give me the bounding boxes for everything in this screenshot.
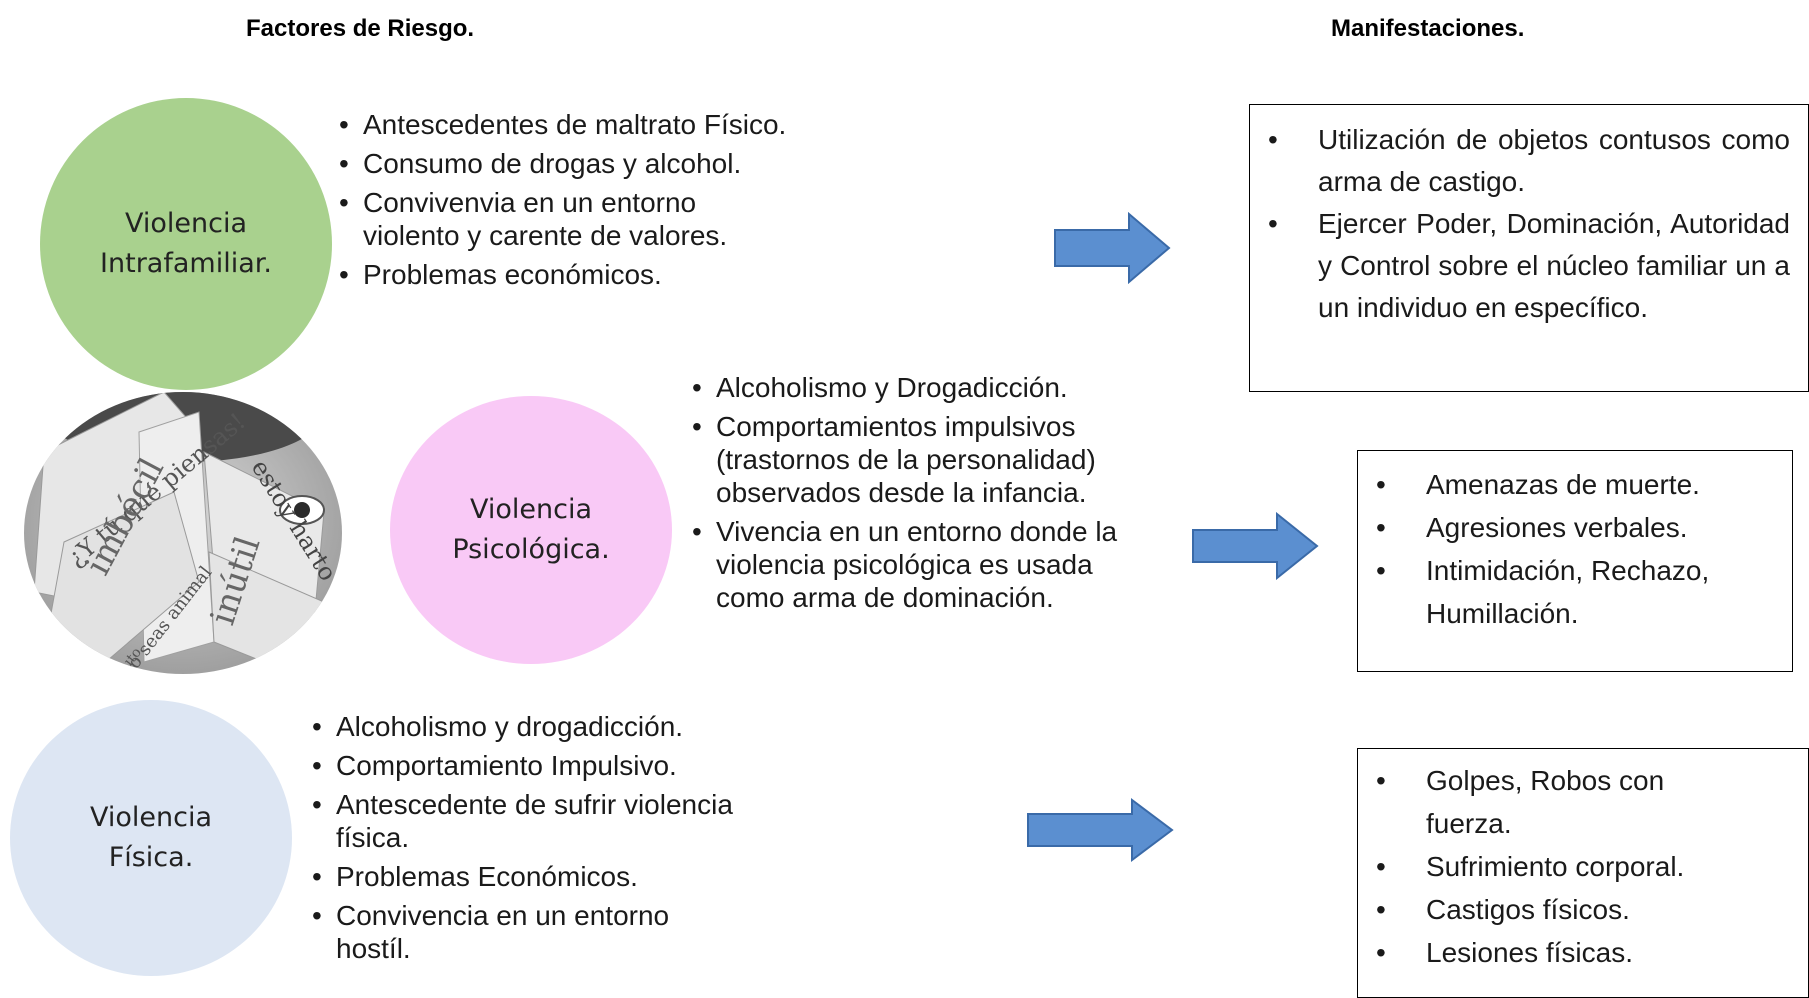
arrow-shape: [1027, 798, 1174, 862]
intrafamiliar-manifestations-box: Utilización de objetos contusos como arm…: [1249, 104, 1809, 392]
manifestation-item: Agresiones verbales.: [1358, 506, 1774, 549]
psicologica-circle-label: Violencia Psicológica.: [452, 494, 610, 565]
risk-item: Consumo de drogas y alcohol.: [337, 147, 787, 180]
manifestation-item: Ejercer Poder, Dominación, Autoridad y C…: [1250, 203, 1790, 329]
risk-item: Comportamientos impulsivos (trastornos d…: [690, 410, 1120, 509]
risk-item: Problemas Económicos.: [310, 860, 750, 893]
fisica-manifestations-box: Golpes, Robos con fuerza. Sufrimiento co…: [1357, 748, 1809, 998]
risk-item: Vivencia en un entorno donde la violenci…: [690, 515, 1120, 614]
fisica-circle: Violencia Física.: [10, 700, 292, 976]
arrow-shape: [1192, 512, 1319, 580]
psicologica-manifestations-box: Amenazas de muerte. Agresiones verbales.…: [1357, 450, 1793, 672]
intrafamiliar-circle-label: Violencia Intrafamiliar.: [100, 208, 272, 279]
manifestation-item: Golpes, Robos con fuerza.: [1358, 759, 1790, 845]
intrafamiliar-risk-list: Antescedentes de maltrato Físico. Consum…: [337, 108, 787, 297]
intrafamiliar-arrow: [1054, 212, 1171, 284]
manifestation-item: Amenazas de muerte.: [1358, 463, 1774, 506]
risk-item: Convivenvia en un entorno violento y car…: [337, 186, 787, 252]
violence-photo: ¿Y tú qué piensas! imbécil estoy harto i…: [24, 392, 342, 674]
risk-factors-header: Factores de Riesgo.: [246, 15, 475, 42]
psicologica-risk-list: Alcoholismo y Drogadicción. Comportamien…: [690, 371, 1120, 620]
risk-item: Antescedente de sufrir violencia física.: [310, 788, 750, 854]
risk-item: Alcoholismo y drogadicción.: [310, 710, 750, 743]
manifestation-item: Sufrimiento corporal.: [1358, 845, 1790, 888]
risk-item: Problemas económicos.: [337, 258, 787, 291]
intrafamiliar-circle: Violencia Intrafamiliar.: [40, 98, 332, 390]
risk-item: Convivencia en un entorno hostíl.: [310, 899, 750, 965]
manifestation-item: Lesiones físicas.: [1358, 931, 1790, 974]
arrow-shape: [1054, 212, 1171, 284]
manifestation-item: Castigos físicos.: [1358, 888, 1790, 931]
fisica-circle-label: Violencia Física.: [89, 802, 212, 873]
fisica-arrow: [1027, 798, 1174, 862]
psicologica-arrow: [1192, 512, 1319, 580]
risk-item: Antescedentes de maltrato Físico.: [337, 108, 787, 141]
risk-item: Comportamiento Impulsivo.: [310, 749, 750, 782]
manifestation-item: Intimidación, Rechazo, Humillación.: [1358, 549, 1774, 635]
fisica-risk-list: Alcoholismo y drogadicción. Comportamien…: [310, 710, 750, 971]
manifestations-header: Manifestaciones.: [1331, 15, 1525, 42]
psicologica-circle: Violencia Psicológica.: [390, 396, 672, 664]
manifestation-item: Utilización de objetos contusos como arm…: [1250, 119, 1790, 203]
risk-item: Alcoholismo y Drogadicción.: [690, 371, 1120, 404]
